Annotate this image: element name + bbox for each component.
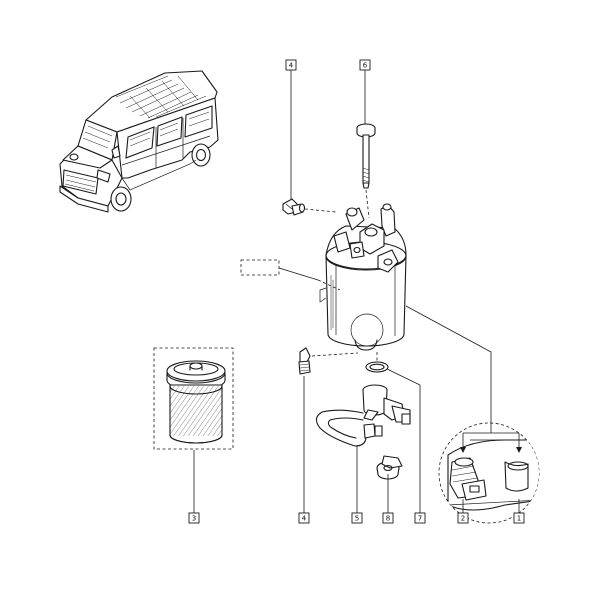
drain-plug — [298, 347, 311, 375]
arrow-2-icon — [460, 447, 466, 453]
reference-box — [240, 259, 280, 276]
o-ring — [365, 361, 389, 373]
bleed-screw — [282, 198, 306, 216]
plug-guide-line — [311, 352, 359, 357]
filter-cartridge — [153, 347, 234, 450]
reference-leader — [278, 267, 319, 281]
filter-cartridge-frame — [153, 347, 234, 450]
detail-inset — [438, 422, 540, 524]
callout-3-label: 3 — [192, 515, 196, 523]
callout-5: 5 — [351, 512, 363, 524]
callout-2-label: 2 — [461, 515, 465, 523]
callout-7-label: 7 — [418, 515, 422, 523]
water-sensor — [376, 455, 403, 480]
screw-guide-line — [304, 208, 337, 213]
mounting-bolt — [356, 123, 376, 189]
callout-8-label: 8 — [386, 515, 390, 523]
callout-8: 8 — [382, 512, 394, 524]
callout-5-label: 5 — [355, 515, 359, 523]
callout-4-bottom-label: 4 — [302, 515, 307, 523]
arrow-1-icon — [516, 447, 522, 453]
heater-sensor-unit — [362, 384, 411, 425]
callout-7: 7 — [414, 512, 426, 524]
callout-6-label: 6 — [363, 62, 368, 70]
callout-4-bottom: 4 — [298, 512, 310, 524]
callout-2: 2 — [457, 512, 469, 524]
callout-6: 6 — [359, 59, 371, 71]
bolt-guide-line — [365, 189, 370, 219]
detail-leader — [405, 305, 492, 433]
callout-3: 3 — [188, 512, 200, 524]
callout-4-top-label: 4 — [289, 62, 294, 70]
fuel-pipe — [315, 409, 383, 447]
leader-7 — [386, 368, 421, 513]
callout-1: 1 — [513, 512, 525, 524]
callout-1-label: 1 — [517, 515, 521, 523]
callout-4-top: 4 — [285, 59, 297, 71]
van-illustration — [59, 70, 219, 213]
fuel-filter-housing — [319, 203, 407, 351]
